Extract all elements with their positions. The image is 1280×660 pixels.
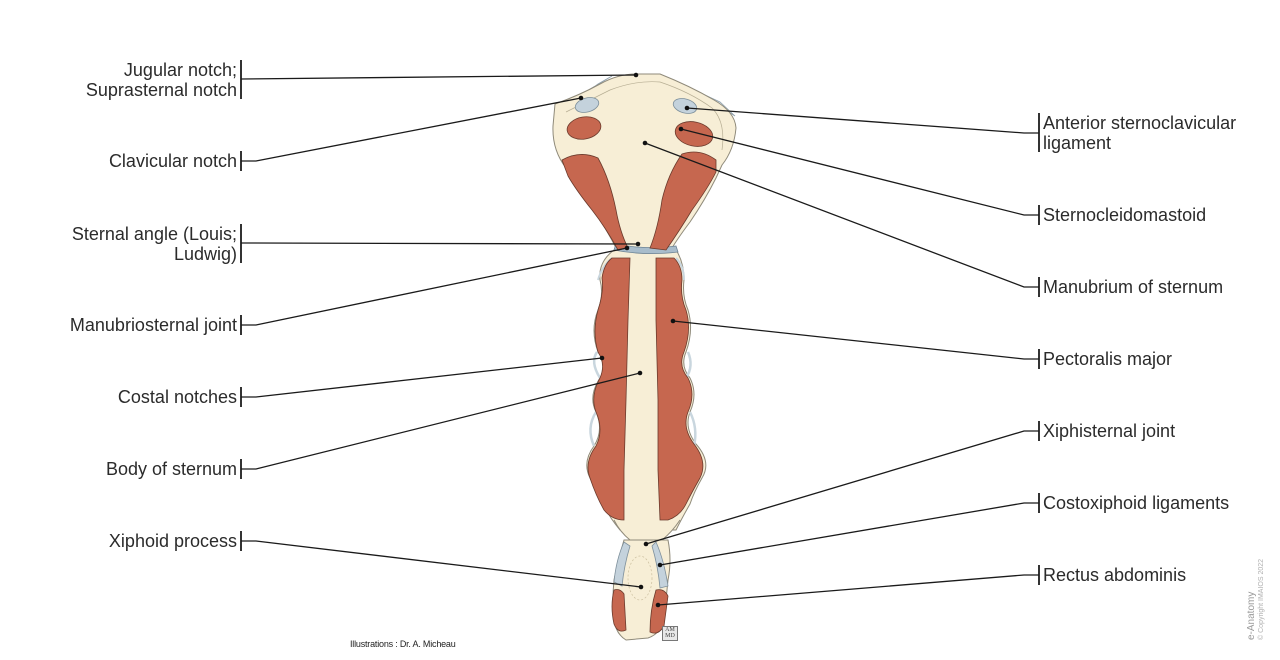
logo-line: AM bbox=[665, 627, 675, 633]
label-line: Anterior sternoclavicular bbox=[1043, 113, 1237, 133]
label-line: Suprasternal notch bbox=[85, 80, 237, 100]
sternoclavicular-ligaments bbox=[574, 97, 698, 114]
label-jugular-notch[interactable]: Jugular notch; Suprasternal notch bbox=[86, 60, 237, 100]
leader-dots bbox=[578, 72, 690, 608]
copyright-text: © Copyright IMAIOS 2022 bbox=[1258, 558, 1265, 640]
logo-line: MD bbox=[665, 633, 675, 639]
label-sternocleidomastoid[interactable]: Sternocleidomastoid bbox=[1043, 205, 1207, 225]
label-pectoralis-major[interactable]: Pectoralis major bbox=[1043, 349, 1173, 369]
label-manubriosternal-joint[interactable]: Manubriosternal joint bbox=[69, 315, 237, 335]
brand-watermark: e-Anatomy © Copyright IMAIOS 2022 bbox=[1246, 558, 1266, 640]
label-line: ligament bbox=[1043, 133, 1112, 153]
label-anterior-sternoclavicular-ligament[interactable]: Anterior sternoclavicular ligament bbox=[1043, 113, 1236, 153]
label-line: Jugular notch; bbox=[123, 60, 237, 80]
label-sternal-angle[interactable]: Sternal angle (Louis; Ludwig) bbox=[72, 224, 237, 264]
label-rectus-abdominis[interactable]: Rectus abdominis bbox=[1043, 565, 1187, 585]
label-line: Ludwig) bbox=[173, 244, 237, 264]
label-xiphisternal-joint[interactable]: Xiphisternal joint bbox=[1043, 421, 1176, 441]
label-costal-notches[interactable]: Costal notches bbox=[117, 387, 237, 407]
amd-logo-icon: AM MD bbox=[662, 626, 678, 641]
label-manubrium-of-sternum[interactable]: Manubrium of sternum bbox=[1043, 277, 1224, 297]
brand-name: e-Anatomy bbox=[1246, 591, 1257, 640]
manubriosternal-joint-band bbox=[613, 243, 679, 254]
label-body-of-sternum[interactable]: Body of sternum bbox=[105, 459, 237, 479]
label-clavicular-notch[interactable]: Clavicular notch bbox=[108, 151, 237, 171]
illustration-credit: Illustrations : Dr. A. Micheau bbox=[350, 639, 456, 649]
label-costoxiphoid-ligaments[interactable]: Costoxiphoid ligaments bbox=[1043, 493, 1230, 513]
leader-lines bbox=[240, 60, 1040, 606]
muscle-attachments bbox=[561, 116, 717, 634]
label-line: Sternal angle (Louis; bbox=[71, 224, 237, 244]
label-xiphoid-process[interactable]: Xiphoid process bbox=[108, 531, 237, 551]
